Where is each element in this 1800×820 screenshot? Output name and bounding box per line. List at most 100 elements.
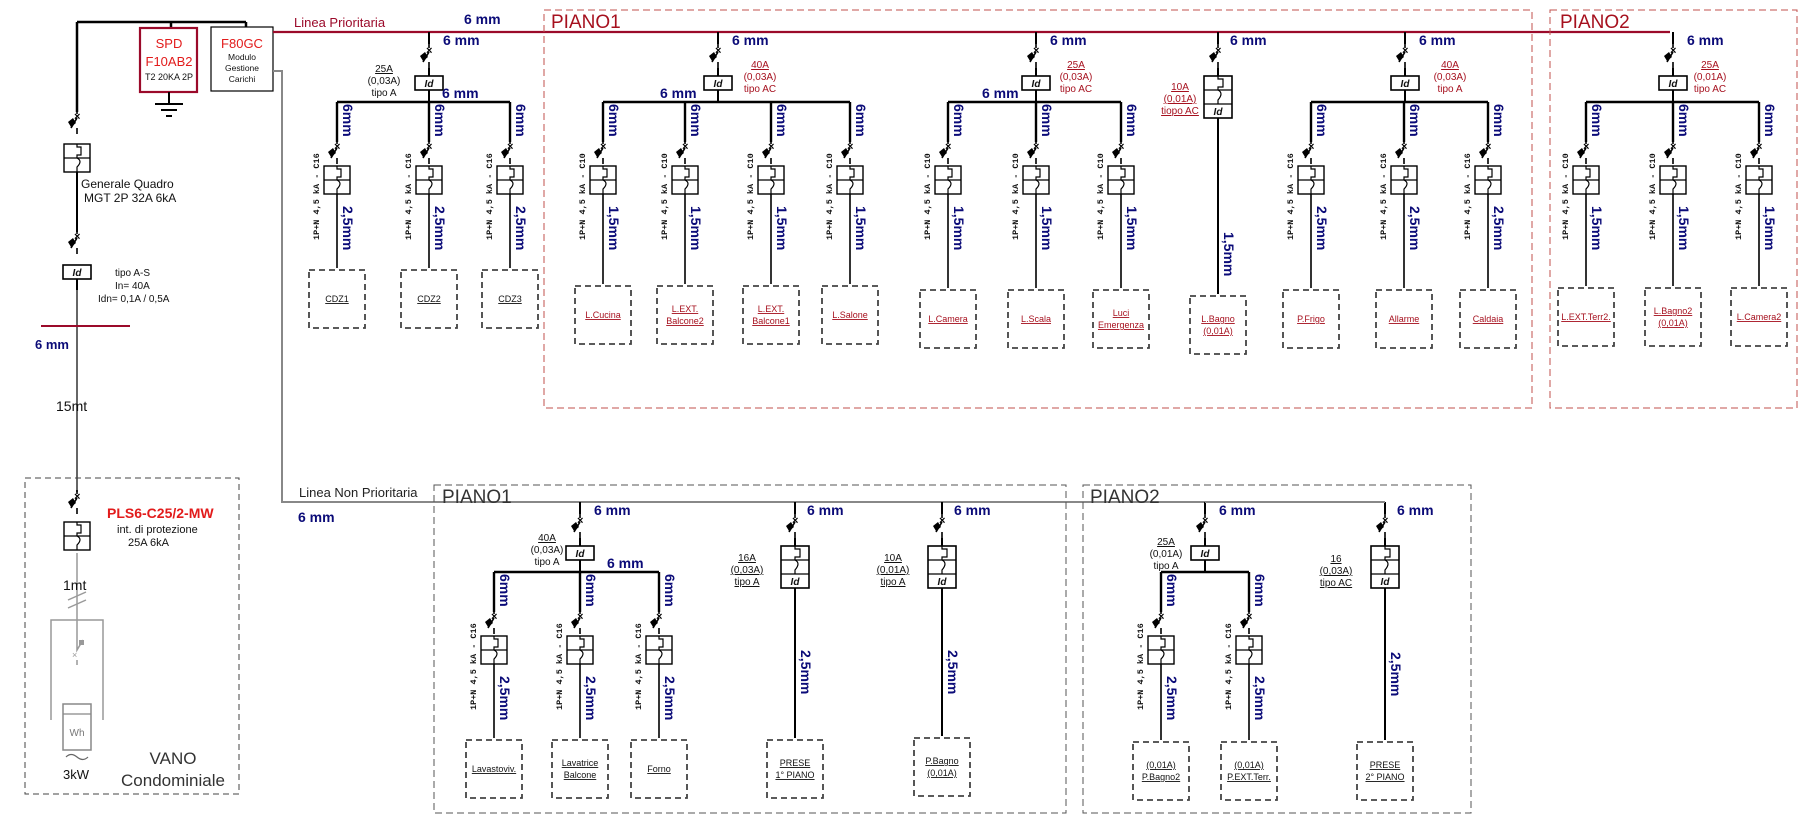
breaker-spec: 1P+N 4,5 kA - C10 [1561,153,1571,240]
load-cable-size: 1,5mm [688,206,704,250]
wire [336,166,342,194]
load-name: L.Camera [928,314,968,324]
trip-x: × [1202,515,1208,527]
rcbo-icon: Id [927,545,957,589]
load-cable-size: 2,5mm [432,206,448,250]
handle [841,148,849,157]
breaker-spec: 1P+N 4,5 kA - C10 [1011,153,1021,240]
load-name: Lavastoviv. [472,764,516,774]
load-box: L.EXT.Terr2. [1557,287,1615,347]
mcb-icon [1147,635,1175,665]
mcb-icon [1235,635,1263,665]
load-outline [1356,741,1414,801]
rcd-rating: 25A(0,01A)tipo AC [1694,60,1727,95]
load-outline [1189,295,1247,355]
wire [1160,636,1166,664]
load-cable-size: 1,5mm [1124,206,1140,250]
section-title: PIANO1 [442,487,512,508]
load-name: Lavatrice [562,758,599,768]
trip-x: × [1308,141,1314,153]
wire [1672,166,1678,194]
spd-title: SPD [156,36,183,51]
rcd-rating: 25A(0,03A)tipo A [368,64,401,99]
load-name: Emergenza [1098,320,1144,330]
load-box: L.EXT.Balcone2 [656,285,714,345]
breaker-spec: 1P+N 4,5 kA - C16 [1463,153,1473,240]
load-outline [1007,289,1065,349]
rcd-rating-idn: (0,03A) [1434,72,1467,83]
wire [849,166,855,194]
load-name: (0,01A) [1146,760,1176,770]
branch-cable-size: 6mm [1589,104,1605,137]
wire [76,522,82,550]
rcd-rating: 16(0,03A)tipo AC [1320,554,1353,589]
main-switch-line2: MGT 2P 32A 6kA [84,191,176,205]
wire [602,166,608,194]
load-outline [742,285,800,345]
handle [420,52,428,61]
rcd-id-label: Id [791,577,801,588]
rcd-rating: 10A(0,01A)tipo A [877,553,910,588]
input-cable-size: 6 mm [443,32,480,48]
nonpriority-piano1-section: PIANO1 [433,484,1067,814]
handle [786,522,794,531]
handle [1302,148,1310,157]
breaker-spec: 1P+N 4,5 kA - C16 [404,153,414,240]
input-cable-size: 6 mm [807,502,844,518]
switch-icon: × [786,514,798,538]
load-name: L.Salone [832,310,868,320]
rcd-icon: Id [1390,75,1420,91]
load-name: CDZ3 [498,294,522,304]
mcb-icon [589,165,617,195]
trip-x: × [715,45,721,57]
load-outline [913,737,971,797]
load-cable-size: 1,5mm [853,206,869,250]
branch-cable-size: 6mm [1407,104,1423,137]
main-rcd: ×Id [62,172,92,290]
trip-x: × [600,141,606,153]
rcd-id-label: Id [714,79,724,90]
rcd-rating-idn: (0,03A) [531,545,564,556]
vano-breaker-model: PLS6-C25/2-MW [107,505,214,521]
load-name: L.EXT. [672,304,699,314]
cable-cut-icon [67,591,87,609]
rcd-rating-current: 25A [1157,537,1175,548]
input-cable-size: 6 mm [1397,502,1434,518]
trip-x: × [426,45,432,57]
trip-x: × [491,611,497,623]
load-manager-title: F80GC [221,36,263,51]
load-box: CDZ1 [308,269,366,329]
branch-cable-size: 6mm [340,104,356,137]
load-name: Allarme [1389,314,1420,324]
rcd-rating: 25A(0,01A)tipo A [1150,537,1183,572]
trip-x: × [682,141,688,153]
switch-icon: × [762,140,774,164]
meter-label: Wh [70,728,85,739]
handle [1240,618,1248,627]
spd-model: F10AB2 [146,54,193,69]
load-outline [821,285,879,345]
trip-x: × [1246,611,1252,623]
switch-icon: × [68,490,80,514]
handle [650,618,658,627]
handle [762,148,770,157]
input-cable-size: 6 mm [1687,32,1724,48]
load-name: P.Bagno2 [1142,772,1180,782]
load-box: Caldaia [1459,289,1517,349]
load-box: L.Scala [1007,289,1065,349]
wire [428,166,434,194]
handle [1396,52,1404,61]
wire [1487,166,1493,194]
mcb-icon [323,165,351,195]
trip-x: × [847,141,853,153]
input-cable-size: 6 mm [732,32,769,48]
handle [68,498,76,507]
mcb-icon [836,165,864,195]
rcd-rating-current: 10A [1171,82,1189,93]
load-manager-line3: Carichi [229,74,256,84]
